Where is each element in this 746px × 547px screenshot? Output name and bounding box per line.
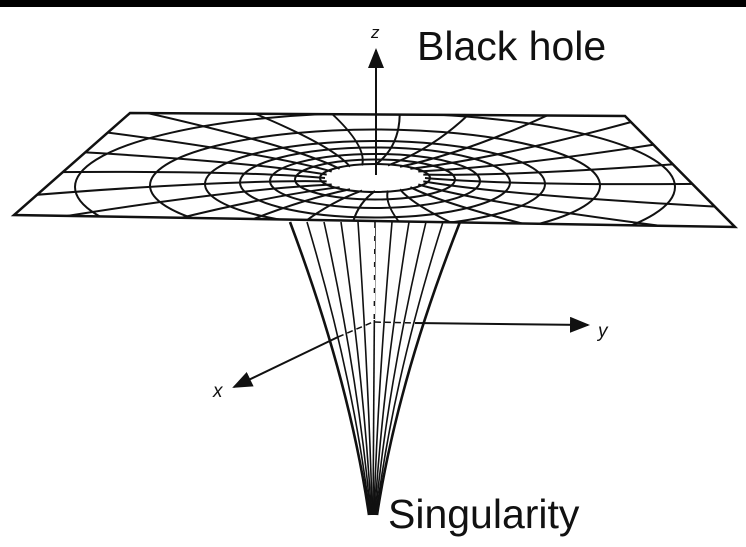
z-axis-label: z bbox=[370, 23, 380, 42]
grid-radial-line bbox=[423, 180, 735, 218]
x-axis-label: x bbox=[212, 381, 224, 402]
grid-radial-line bbox=[74, 113, 351, 168]
y-axis bbox=[414, 316, 590, 333]
grid-radial-line bbox=[399, 188, 676, 227]
grid-radial-line bbox=[14, 183, 332, 227]
grid-radial-line bbox=[387, 113, 532, 167]
funnel-line bbox=[374, 221, 427, 516]
grid-radial-line bbox=[349, 190, 376, 227]
grid-radial-line bbox=[14, 113, 341, 170]
grid-radial-line bbox=[399, 113, 676, 168]
funnel-line bbox=[306, 221, 371, 516]
funnel-line bbox=[288, 221, 371, 516]
grid-radial-line bbox=[218, 189, 363, 227]
grid-radial-line bbox=[410, 113, 735, 170]
grid-radial-line bbox=[14, 186, 340, 227]
grid-radial-line bbox=[409, 186, 735, 227]
grid-radial-line bbox=[418, 113, 735, 173]
grid-radial-line bbox=[14, 180, 327, 218]
funnel-line bbox=[357, 221, 373, 516]
grid-radial-line bbox=[14, 113, 332, 173]
grid-radial-line bbox=[418, 183, 735, 227]
funnel-line bbox=[340, 221, 373, 516]
grid-radial-line bbox=[74, 188, 351, 227]
funnel-line bbox=[372, 221, 376, 516]
plane-border bbox=[10, 111, 739, 229]
funnel-line bbox=[375, 221, 462, 516]
grid-radial-line bbox=[423, 138, 735, 176]
funnel-line bbox=[323, 221, 372, 516]
grid-radial-line bbox=[424, 177, 735, 186]
grid-radial-line bbox=[14, 170, 326, 179]
grid-radial-line bbox=[14, 138, 327, 176]
singularity-label: Singularity bbox=[388, 491, 580, 537]
title-label: Black hole bbox=[417, 23, 606, 69]
grid-radial-line bbox=[386, 190, 531, 227]
funnel-line bbox=[373, 221, 393, 516]
x-axis bbox=[232, 336, 339, 388]
gravity-well-funnel bbox=[288, 221, 462, 516]
grid-ring bbox=[74, 113, 676, 227]
top-border bbox=[0, 0, 746, 7]
funnel-line bbox=[375, 221, 444, 516]
grid-radial-line bbox=[374, 113, 401, 166]
y-axis-label: y bbox=[596, 321, 609, 342]
funnel-line bbox=[373, 221, 410, 516]
hidden-axis-dashed bbox=[337, 321, 416, 338]
